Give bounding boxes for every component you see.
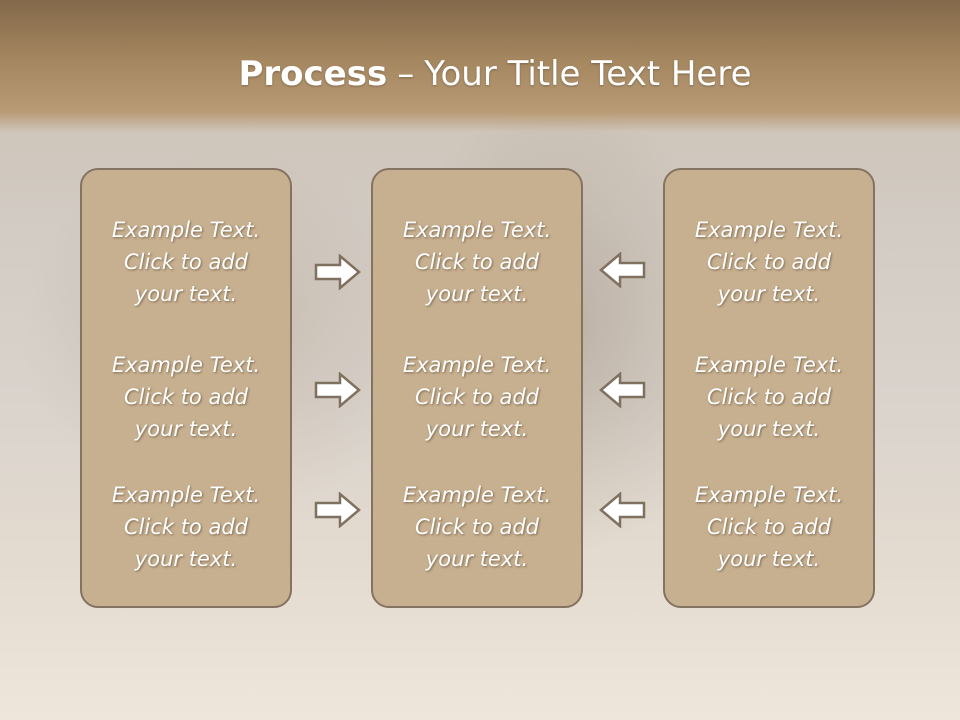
text-line: your text.: [425, 417, 529, 441]
process-box-center[interactable]: Example Text. Click to add your text. Ex…: [371, 168, 583, 608]
text-block[interactable]: Example Text. Click to add your text.: [82, 214, 290, 310]
text-line: your text.: [717, 547, 821, 571]
title-rest: Your Title Text Here: [424, 54, 752, 94]
text-line: Click to add: [123, 515, 248, 539]
text-line: your text.: [134, 417, 238, 441]
right-arrow-icon: [314, 254, 361, 290]
right-arrow-icon: [314, 372, 361, 408]
text-line: Example Text.: [402, 353, 552, 377]
text-line: Click to add: [414, 515, 539, 539]
title-bold: Process: [238, 54, 388, 94]
title-separator: –: [397, 54, 415, 94]
text-line: your text.: [717, 282, 821, 306]
text-block[interactable]: Example Text. Click to add your text.: [82, 349, 290, 445]
process-box-left[interactable]: Example Text. Click to add your text. Ex…: [80, 168, 292, 608]
text-line: your text.: [134, 547, 238, 571]
text-line: Click to add: [706, 515, 831, 539]
text-block[interactable]: Example Text. Click to add your text.: [373, 349, 581, 445]
text-line: your text.: [425, 547, 529, 571]
text-block[interactable]: Example Text. Click to add your text.: [665, 479, 873, 575]
text-line: Example Text.: [111, 353, 261, 377]
left-arrow-icon: [599, 252, 646, 288]
text-line: Click to add: [706, 385, 831, 409]
text-line: Click to add: [123, 385, 248, 409]
text-line: Click to add: [123, 250, 248, 274]
text-line: Example Text.: [111, 483, 261, 507]
text-line: Click to add: [414, 250, 539, 274]
text-line: Click to add: [706, 250, 831, 274]
text-block[interactable]: Example Text. Click to add your text.: [665, 214, 873, 310]
text-line: Example Text.: [694, 353, 844, 377]
text-block[interactable]: Example Text. Click to add your text.: [373, 479, 581, 575]
right-arrow-icon: [314, 492, 361, 528]
process-box-right[interactable]: Example Text. Click to add your text. Ex…: [663, 168, 875, 608]
text-line: your text.: [134, 282, 238, 306]
text-line: Example Text.: [111, 218, 261, 242]
text-line: Example Text.: [694, 218, 844, 242]
text-line: Example Text.: [694, 483, 844, 507]
text-line: Example Text.: [402, 483, 552, 507]
left-arrow-icon: [599, 372, 646, 408]
left-arrow-icon: [599, 492, 646, 528]
text-block[interactable]: Example Text. Click to add your text.: [665, 349, 873, 445]
text-line: Click to add: [414, 385, 539, 409]
text-line: Example Text.: [402, 218, 552, 242]
slide-title[interactable]: Process–Your Title Text Here: [0, 52, 960, 96]
text-line: your text.: [425, 282, 529, 306]
header-band: [0, 0, 960, 132]
text-block[interactable]: Example Text. Click to add your text.: [82, 479, 290, 575]
text-block[interactable]: Example Text. Click to add your text.: [373, 214, 581, 310]
text-line: your text.: [717, 417, 821, 441]
